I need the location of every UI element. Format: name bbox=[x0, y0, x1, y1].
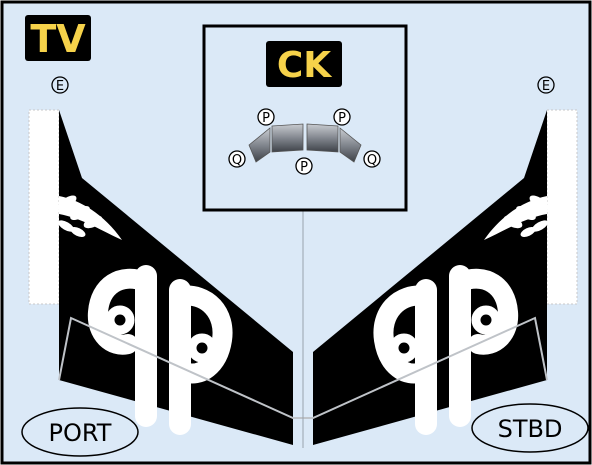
ck-badge bbox=[266, 41, 342, 87]
port-label: PORT bbox=[49, 419, 112, 447]
cockpit-seats bbox=[248, 123, 362, 163]
stbd-fender bbox=[546, 109, 578, 305]
tv-badge bbox=[25, 15, 91, 61]
e-marker-stbd: E bbox=[537, 76, 555, 94]
port-label-oval: PORT bbox=[21, 407, 139, 457]
svg-text:P: P bbox=[300, 160, 308, 175]
p-marker-centre: P bbox=[295, 157, 313, 175]
port-hull-side bbox=[59, 110, 293, 445]
svg-text:Q: Q bbox=[367, 153, 377, 168]
ck-label: CK bbox=[277, 45, 332, 86]
svg-text:E: E bbox=[56, 79, 64, 94]
port-fender bbox=[28, 109, 60, 305]
stbd-label-oval: STBD bbox=[471, 403, 589, 453]
svg-text:P: P bbox=[338, 111, 346, 126]
svg-text:P: P bbox=[262, 111, 270, 126]
p-marker-left: P bbox=[257, 108, 275, 126]
svg-text:Q: Q bbox=[232, 153, 242, 168]
stbd-fern-motif bbox=[484, 195, 549, 240]
q-marker-right: Q bbox=[363, 150, 381, 168]
port-koru-motif bbox=[87, 265, 233, 435]
p-marker-right: P bbox=[333, 108, 351, 126]
e-marker-port: E bbox=[51, 76, 69, 94]
tv-label: TV bbox=[30, 17, 86, 61]
stbd-label: STBD bbox=[498, 415, 563, 443]
stbd-koru-motif bbox=[373, 265, 519, 435]
svg-text:E: E bbox=[542, 79, 550, 94]
port-fern-motif bbox=[57, 195, 122, 240]
q-marker-left: Q bbox=[228, 150, 246, 168]
stbd-hull-side bbox=[313, 110, 547, 445]
